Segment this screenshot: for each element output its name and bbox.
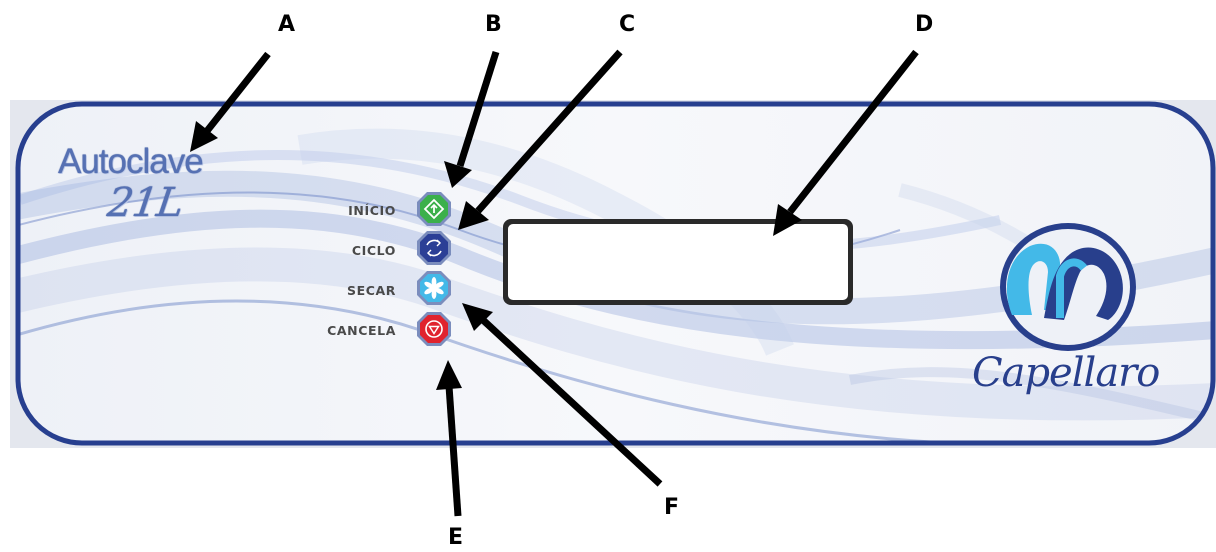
arrowhead-c (458, 201, 489, 230)
button-cancela-graphic (417, 312, 451, 346)
arrowhead-f (462, 303, 493, 331)
callout-label-b: B (485, 12, 502, 37)
arrow-c (475, 49, 623, 214)
callout-label-e: E (448, 525, 464, 550)
button-secar-graphic (417, 271, 451, 305)
callout-label-a: A (278, 12, 296, 37)
arrowhead-e (436, 360, 462, 390)
callout-arrows (190, 49, 919, 517)
arrow-b (456, 50, 500, 168)
callout-label-d: D (915, 12, 934, 37)
arrowhead-a (190, 121, 218, 152)
arrowhead-b (444, 161, 472, 188)
cancela-button[interactable] (417, 312, 451, 346)
arrow-f (480, 317, 663, 487)
inicio-label: INÍCIO (348, 203, 396, 218)
ciclo-button[interactable] (417, 231, 451, 265)
product-capacity: 21L (104, 180, 186, 226)
secar-label: SECAR (346, 283, 396, 298)
callout-label-c: C (619, 12, 636, 37)
cancela-label: CANCELA (327, 323, 396, 338)
arrow-e (445, 385, 462, 517)
product-title: Autoclave (58, 142, 204, 181)
secar-button[interactable] (417, 271, 451, 305)
callout-label-f: F (664, 495, 680, 520)
lcd-display (503, 219, 853, 305)
button-ciclo-graphic (417, 231, 451, 265)
brand-name: Capellaro (972, 350, 1160, 396)
arrowhead-d (773, 204, 802, 236)
arrow-a (204, 51, 271, 134)
inicio-button[interactable] (417, 192, 451, 226)
button-inicio-graphic (417, 192, 451, 226)
ciclo-label: CICLO (351, 243, 396, 258)
arrow-d (787, 49, 919, 215)
brand-logo (1000, 223, 1136, 351)
